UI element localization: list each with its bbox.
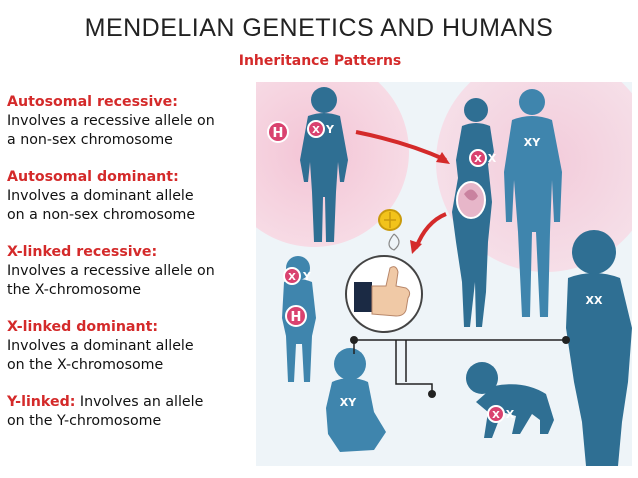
svg-text:X: X [492,410,500,421]
pattern-description-line: on the Y-chromosome [7,413,162,429]
pattern-name: Autosomal dominant: [7,169,179,185]
pattern-description-line: a non-sex chromosome [7,132,173,148]
pattern-description-line: on the X-chromosome [7,357,164,373]
svg-text:Y: Y [325,123,335,136]
coin-icon [378,209,402,251]
daughter-figure [566,230,632,466]
chromosome-xy-label: XY [340,396,357,409]
inheritance-arrow [355,130,450,164]
svg-text:X: X [474,154,482,165]
pattern-x-linked-recessive: X-linked recessive: Involves a recessive… [7,243,252,300]
chromosome-xx-badge: X X [487,405,515,423]
pattern-description-line: Involves a dominant allele [7,188,194,204]
pattern-name: X-linked dominant: [7,319,159,335]
page-title: MENDELIAN GENETICS AND HUMANS [84,14,554,42]
chromosome-xy-badge: X Y [283,267,312,285]
pattern-y-linked: Y-linked: Involves an allele on the Y-ch… [7,393,252,431]
svg-text:X: X [506,408,515,421]
chromosome-xx-badge: X X [469,149,497,167]
allele-h-badge: H [285,305,307,327]
allele-h-badge: H [267,121,289,143]
pattern-autosomal-dominant: Autosomal dominant: Involves a dominant … [7,168,252,225]
pattern-name: Autosomal recessive: [7,94,178,110]
pedigree-node [350,336,358,344]
chromosome-xx-label: XX [586,294,603,307]
embryo-detail [464,189,478,201]
pattern-x-linked-dominant: X-linked dominant: Involves a dominant a… [7,318,252,375]
svg-text:X: X [312,125,320,136]
chromosome-xy-badge: X Y [307,120,335,138]
pattern-description-line: Involves an allele [75,394,204,410]
svg-text:X: X [488,152,497,165]
baby-figure [466,362,554,438]
svg-text:Y: Y [302,270,312,283]
svg-text:H: H [273,126,284,141]
pedigree-node [562,336,570,344]
pattern-y-linked-line1: Y-linked: Involves an allele [7,393,252,412]
pattern-description-line: Involves a dominant allele [7,338,194,354]
pedigree-node [428,390,436,398]
inheritance-pattern-list: Autosomal recessive: Involves a recessiv… [7,93,252,449]
pattern-description-line: Involves a recessive allele on [7,263,215,279]
pattern-name: X-linked recessive: [7,244,158,260]
pattern-name: Y-linked: [7,394,76,410]
toddler-figure [326,348,386,452]
pattern-description-line: on a non-sex chromosome [7,207,196,223]
svg-text:X: X [288,272,296,283]
chromosome-xy-label: XY [524,136,541,149]
father-figure [504,89,562,317]
pattern-description-line: the X-chromosome [7,282,142,298]
family-inheritance-illustration: H X Y X X XY X Y H XX XY X X [256,82,632,466]
grandfather-figure [300,87,348,242]
section-subtitle: Inheritance Patterns [238,53,402,69]
inheritance-arrow [410,212,447,254]
thumbs-up-icon [345,255,423,333]
mother-figure [452,98,494,327]
pattern-autosomal-recessive: Autosomal recessive: Involves a recessiv… [7,93,252,150]
pattern-description-line: Involves a recessive allele on [7,113,215,129]
svg-text:H: H [291,310,302,325]
